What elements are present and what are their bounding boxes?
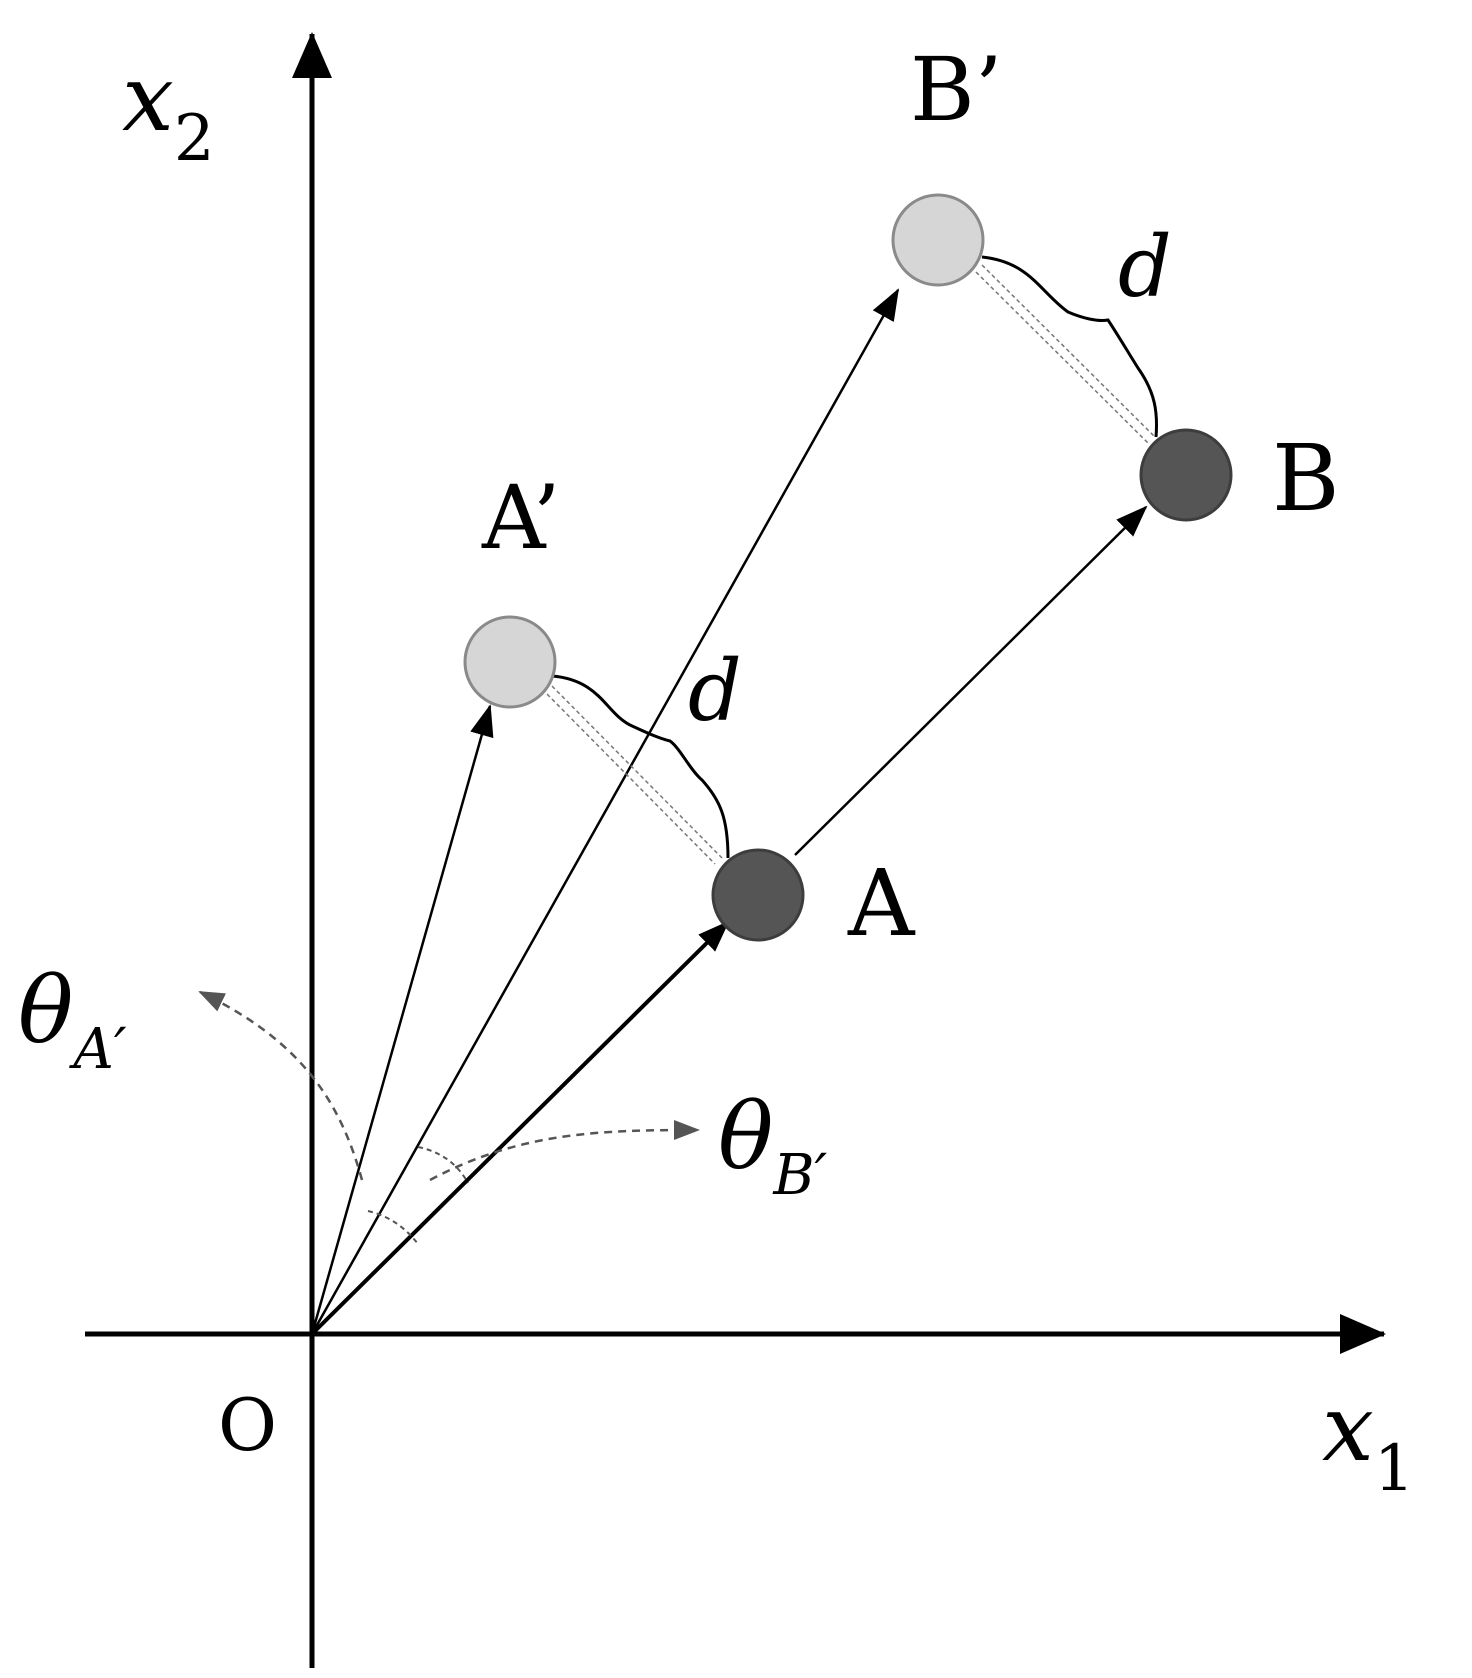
x1-axis-label: x1 — [1322, 1375, 1415, 1506]
x2-axis-label: x2 — [122, 45, 215, 176]
brace-B-B-prime — [981, 255, 1158, 438]
point-A — [711, 848, 805, 942]
angle-arc-B-prime — [417, 1146, 469, 1184]
point-B — [1139, 428, 1233, 522]
brace-A-A-prime — [551, 674, 730, 859]
label-B-prime: B’ — [910, 38, 1003, 141]
distance-label-A: d — [688, 642, 742, 740]
distance-label-B: d — [1118, 218, 1172, 316]
theta-B-prime-label: θB′ — [718, 1083, 828, 1208]
leader-theta-A-prime — [198, 990, 364, 1181]
theta-A-prime-label: θA′ — [18, 957, 127, 1082]
leader-theta-B-prime — [429, 1120, 700, 1182]
vector-OB-prime — [310, 288, 900, 1335]
point-B-prime — [891, 193, 985, 287]
angle-arc-A-prime — [367, 1210, 419, 1245]
origin-label: O — [218, 1383, 277, 1467]
vector-OA — [310, 920, 730, 1336]
vector-AB — [794, 505, 1148, 856]
segment-A-A-prime — [546, 685, 723, 865]
point-A-prime — [463, 615, 557, 709]
label-A: A — [847, 850, 916, 957]
vector-OA-prime — [310, 704, 494, 1335]
label-A-prime: A’ — [481, 466, 561, 569]
segment-B-B-prime — [975, 264, 1156, 444]
label-B: B — [1272, 425, 1340, 532]
